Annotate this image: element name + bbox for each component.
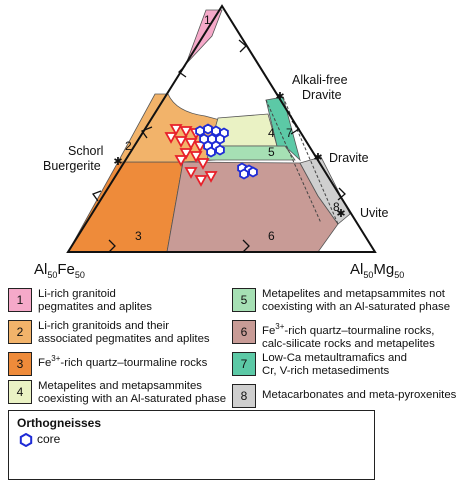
orthogneisses-legend: Orthogneisses core [8,410,375,480]
blue-hexagon-icon [215,144,225,156]
legend-text-8: Metacarbonates and meta-pyroxenites [262,389,457,401]
star-icon: ✱ [336,208,345,220]
field-label-5: 5 [268,145,275,159]
legend-swatch-1: 1 [8,288,32,312]
vertex-label-almg: Al50Mg50 [350,261,404,280]
ternary-diagram: ✱ ✱ ✱ ✱ 1 2 3 4 5 6 7 8 Alkali-free Drav… [34,4,404,280]
legend-swatch-5: 5 [232,288,256,312]
red-triangle-icon [196,158,210,170]
end-member-buergerite: Buergerite [43,159,101,173]
red-triangle-icon [169,124,183,136]
direction-arrows [91,39,346,253]
red-triangle-icon [184,167,198,179]
legend-swatch-2: 2 [8,320,32,344]
end-member-uvite: Uvite [360,206,389,220]
field-7 [265,96,301,162]
red-triangle-icon [174,136,188,148]
red-triangle-icon [189,151,203,163]
legend-swatch-4: 4 [8,380,32,404]
legend-swatch-3: 3 [8,352,32,376]
red-triangle-markers [164,124,218,187]
blue-hexagon-icon [203,123,213,135]
dashed-boundary [282,96,339,225]
legend-item-8: 8 Metacarbonates and meta-pyroxenites [232,384,456,408]
end-member-schorl: Schorl [68,144,103,158]
star-icon: ✱ [313,152,322,164]
end-member-stars: ✱ ✱ ✱ ✱ [113,91,345,220]
blue-hexagon-icon [19,433,33,447]
star-icon: ✱ [275,91,284,103]
field-label-8: 8 [333,200,340,214]
core-label: core [37,432,61,446]
end-member-dravite: Dravite [329,151,369,165]
blue-hexagon-icon [239,168,249,180]
dashed-boundary [265,99,322,224]
legend-swatch-6: 6 [232,320,256,344]
blue-hexagon-icon [206,146,216,158]
field-label-2: 2 [125,139,132,153]
star-icon: ✱ [113,156,122,168]
red-triangle-icon [174,155,188,167]
red-triangle-icon [184,138,198,150]
legend-text-3: Fe3+-rich quartz–tourmaline rocks [38,354,208,369]
end-member-alkali-free-dravite: Dravite [302,88,342,102]
end-member-alkali-free: Alkali-free [292,73,348,87]
field-label-6: 6 [268,229,275,243]
vertex-label-alfe: Al50Fe50 [34,261,85,280]
field-label-4: 4 [268,126,275,140]
field-label-1: 1 [204,13,211,27]
red-triangle-icon [164,132,178,144]
blue-hexagon-icon [195,125,205,137]
red-triangle-icon [194,175,208,187]
legend-swatch-8: 8 [232,384,256,408]
legend-item-3: 3 Fe3+-rich quartz–tourmaline rocks [8,352,207,376]
red-triangle-icon [204,171,218,183]
legend-swatch-7: 7 [232,352,256,376]
red-triangle-icon [179,126,193,138]
red-triangle-icon [179,148,193,160]
orthogneisses-title: Orthogneisses [17,416,102,430]
field-label-3: 3 [135,229,142,243]
blue-hexagon-markers [195,123,258,180]
field-3 [67,161,184,253]
blue-hexagon-icon [248,166,258,178]
field-label-7: 7 [286,126,293,140]
blue-hexagon-icon [211,125,221,137]
legend-text-6: Fe3+-rich quartz–tourmaline rocks,calc-s… [262,322,435,350]
